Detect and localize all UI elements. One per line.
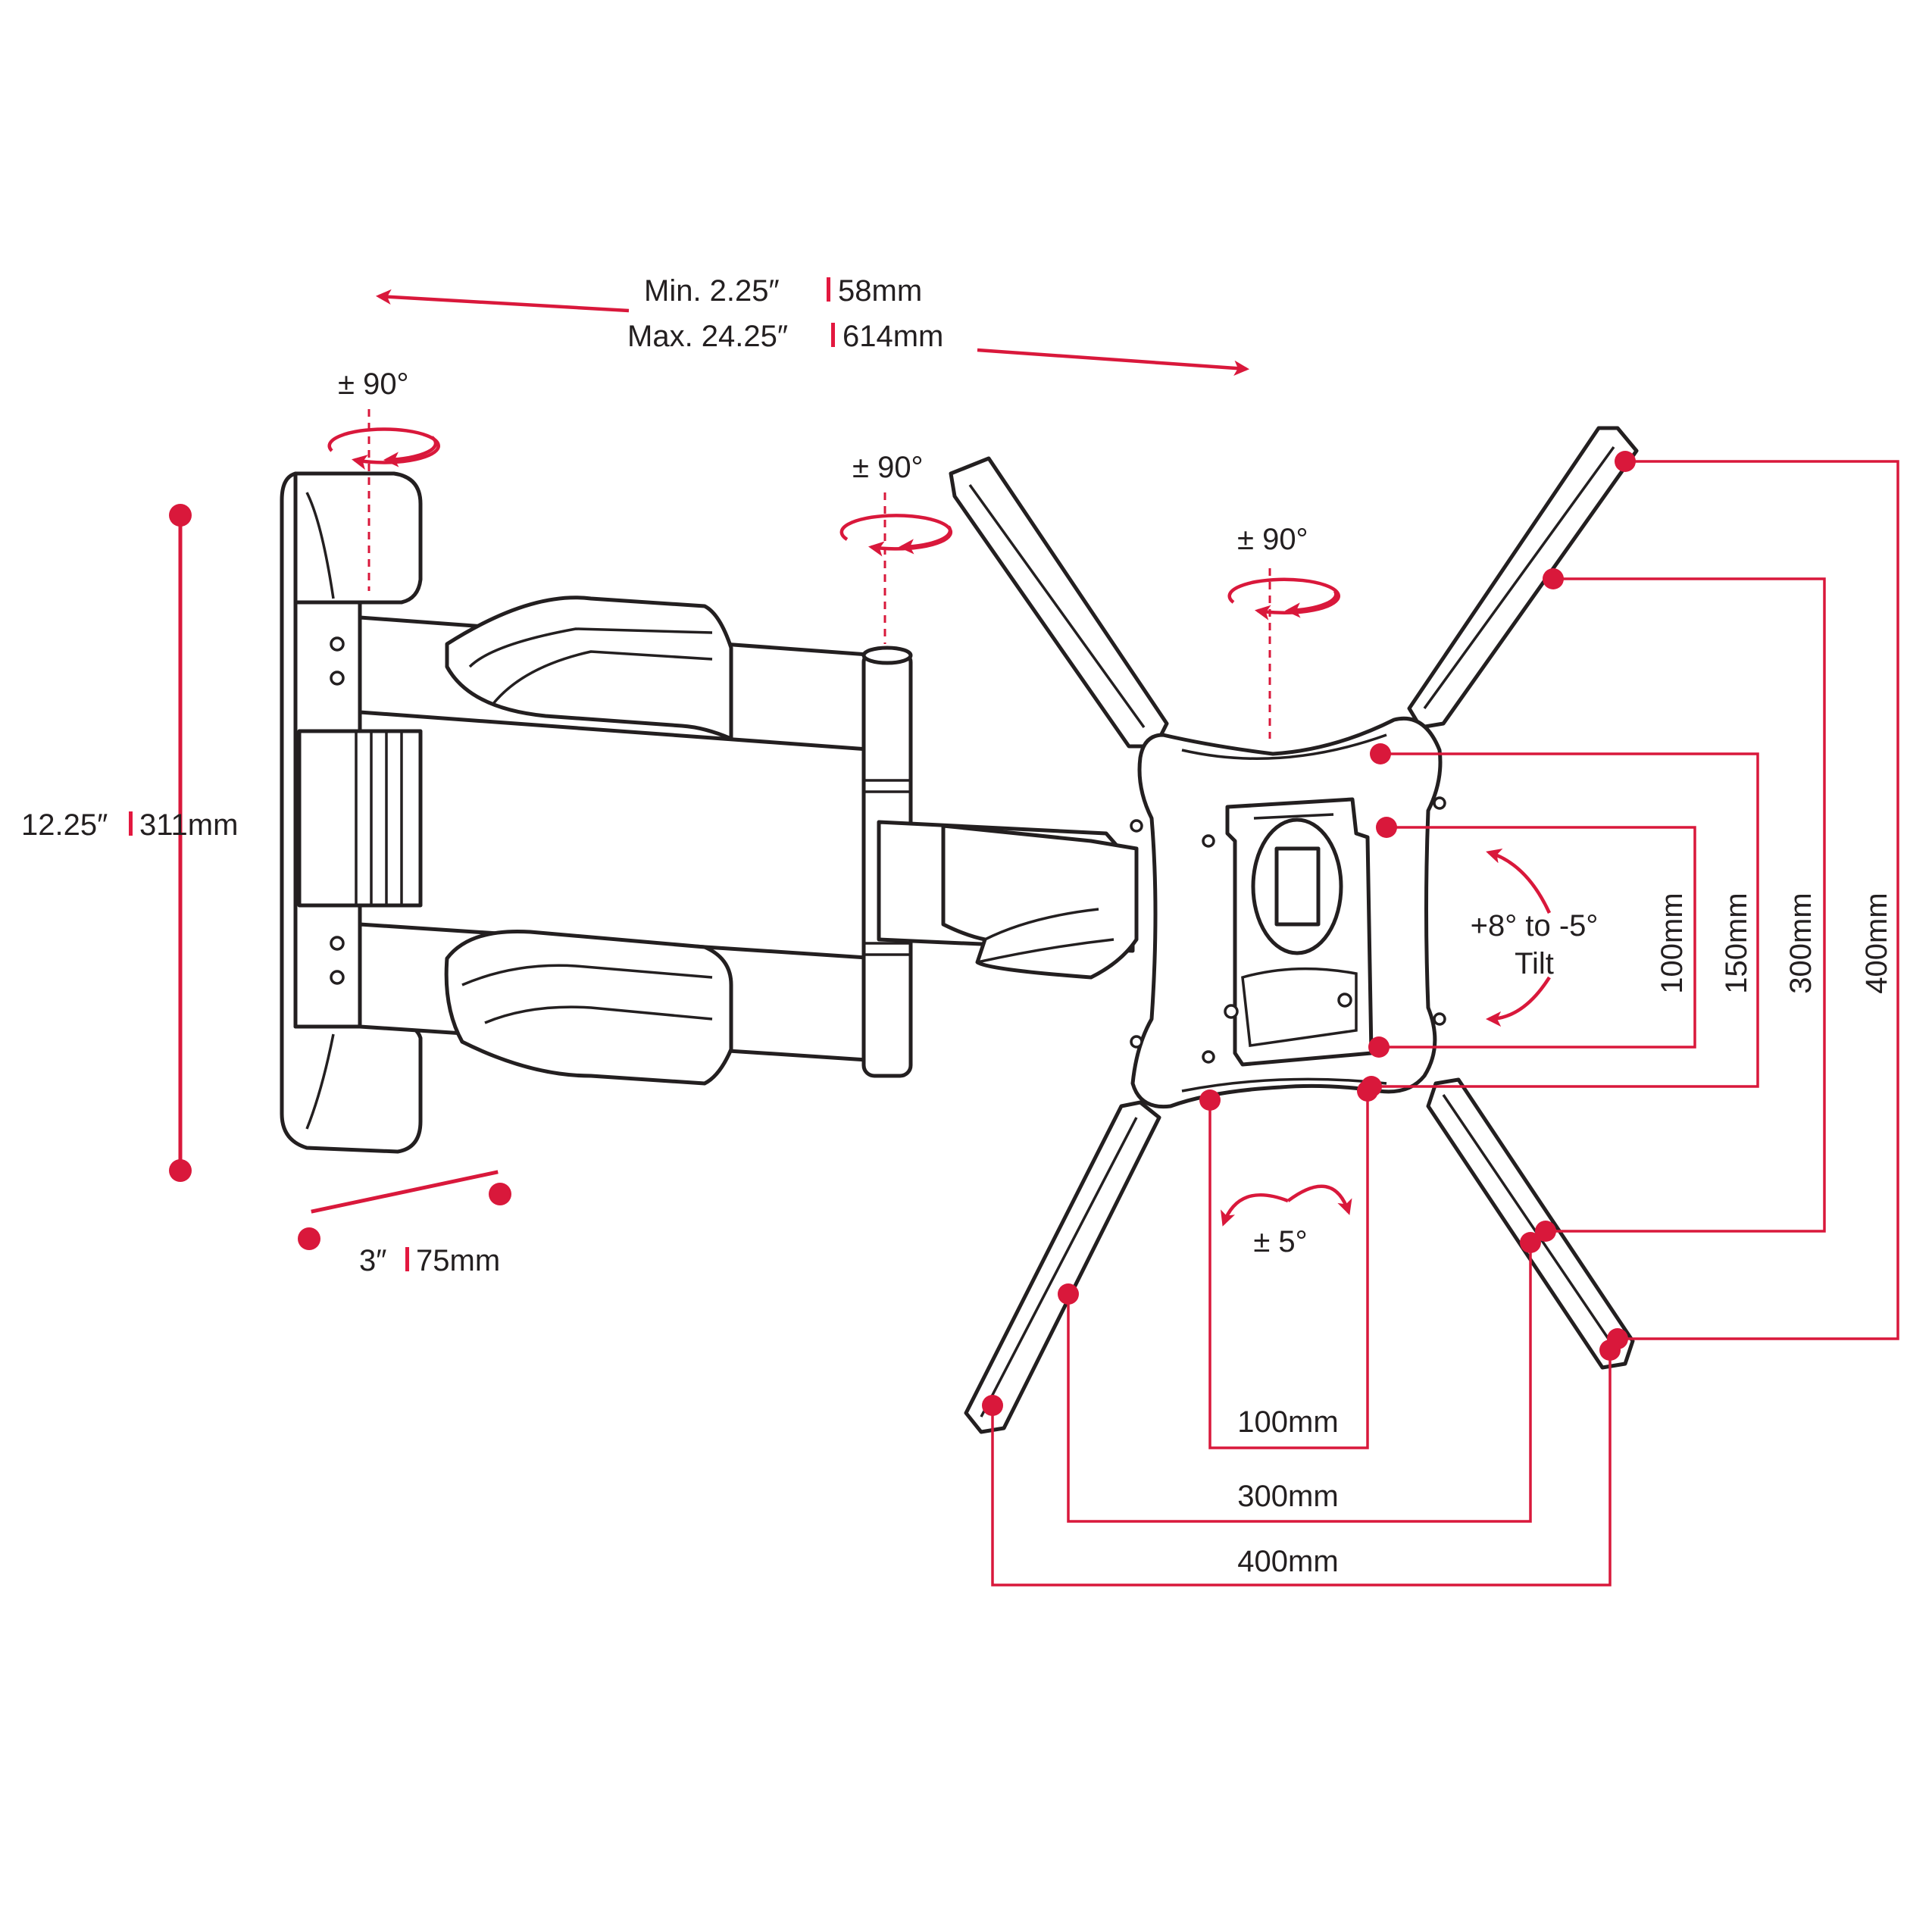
head-swivel-label: ± 90°	[1237, 523, 1308, 556]
height-label: 12.25″ 311mm	[21, 808, 238, 842]
inner-arm-lower	[358, 922, 881, 1086]
reach-max-metric: 614mm	[843, 320, 943, 353]
vesa-vertical-150: 150mm	[1720, 893, 1753, 993]
vesa-horizontal-400: 400mm	[1237, 1545, 1338, 1578]
profile-imperial: 3″	[359, 1244, 386, 1277]
vesa-vertical-brackets	[1361, 451, 1899, 1349]
reach-min-label: Min. 2.25″ 58mm	[644, 274, 922, 308]
vesa-vertical-100: 100mm	[1655, 893, 1689, 993]
inner-arm-upper	[358, 596, 881, 752]
vesa-vertical-300: 300mm	[1784, 893, 1818, 993]
outer-arm	[877, 820, 1139, 980]
vesa-vertical-400: 400mm	[1860, 893, 1893, 993]
reach-arrow	[375, 289, 1250, 376]
profile-metric: 75mm	[416, 1244, 500, 1277]
elbow-swivel-label: ± 90°	[852, 451, 924, 484]
vesa-arm-bottom-left	[964, 1100, 1161, 1434]
wall-plate	[280, 471, 423, 1154]
reach-min-metric: 58mm	[838, 274, 922, 308]
vesa-arm-bottom-right	[1426, 1077, 1635, 1370]
vesa-plate	[1130, 716, 1446, 1109]
profile-dimension	[298, 1170, 511, 1250]
height-dimension	[169, 504, 192, 1182]
vesa-arm-top-left	[949, 456, 1169, 749]
vesa-horizontal-brackets	[982, 1080, 1621, 1587]
height-metric: 311mm	[139, 808, 238, 842]
reach-min-text: Min. 2.25″	[644, 274, 780, 308]
height-imperial: 12.25″	[21, 808, 108, 842]
wall-swivel-label: ± 90°	[338, 367, 409, 401]
vesa-horizontal-300: 300mm	[1237, 1480, 1338, 1513]
reach-max-label: Max. 24.25″ 614mm	[627, 320, 943, 353]
level-label: ± 5°	[1253, 1225, 1307, 1258]
tilt-label-line1: +8° to -5°	[1471, 909, 1599, 943]
vesa-horizontal-100: 100mm	[1237, 1405, 1338, 1439]
profile-label: 3″ 75mm	[359, 1244, 500, 1277]
level-indicator	[1221, 1184, 1352, 1227]
wall-swivel-indicator	[327, 409, 440, 591]
head-swivel-indicator	[1227, 568, 1340, 739]
reach-max-text: Max. 24.25″	[627, 320, 788, 353]
tilt-label-line2: Tilt	[1515, 947, 1554, 980]
tilt-indicator	[1485, 848, 1552, 1027]
elbow-swivel-indicator	[839, 492, 953, 644]
